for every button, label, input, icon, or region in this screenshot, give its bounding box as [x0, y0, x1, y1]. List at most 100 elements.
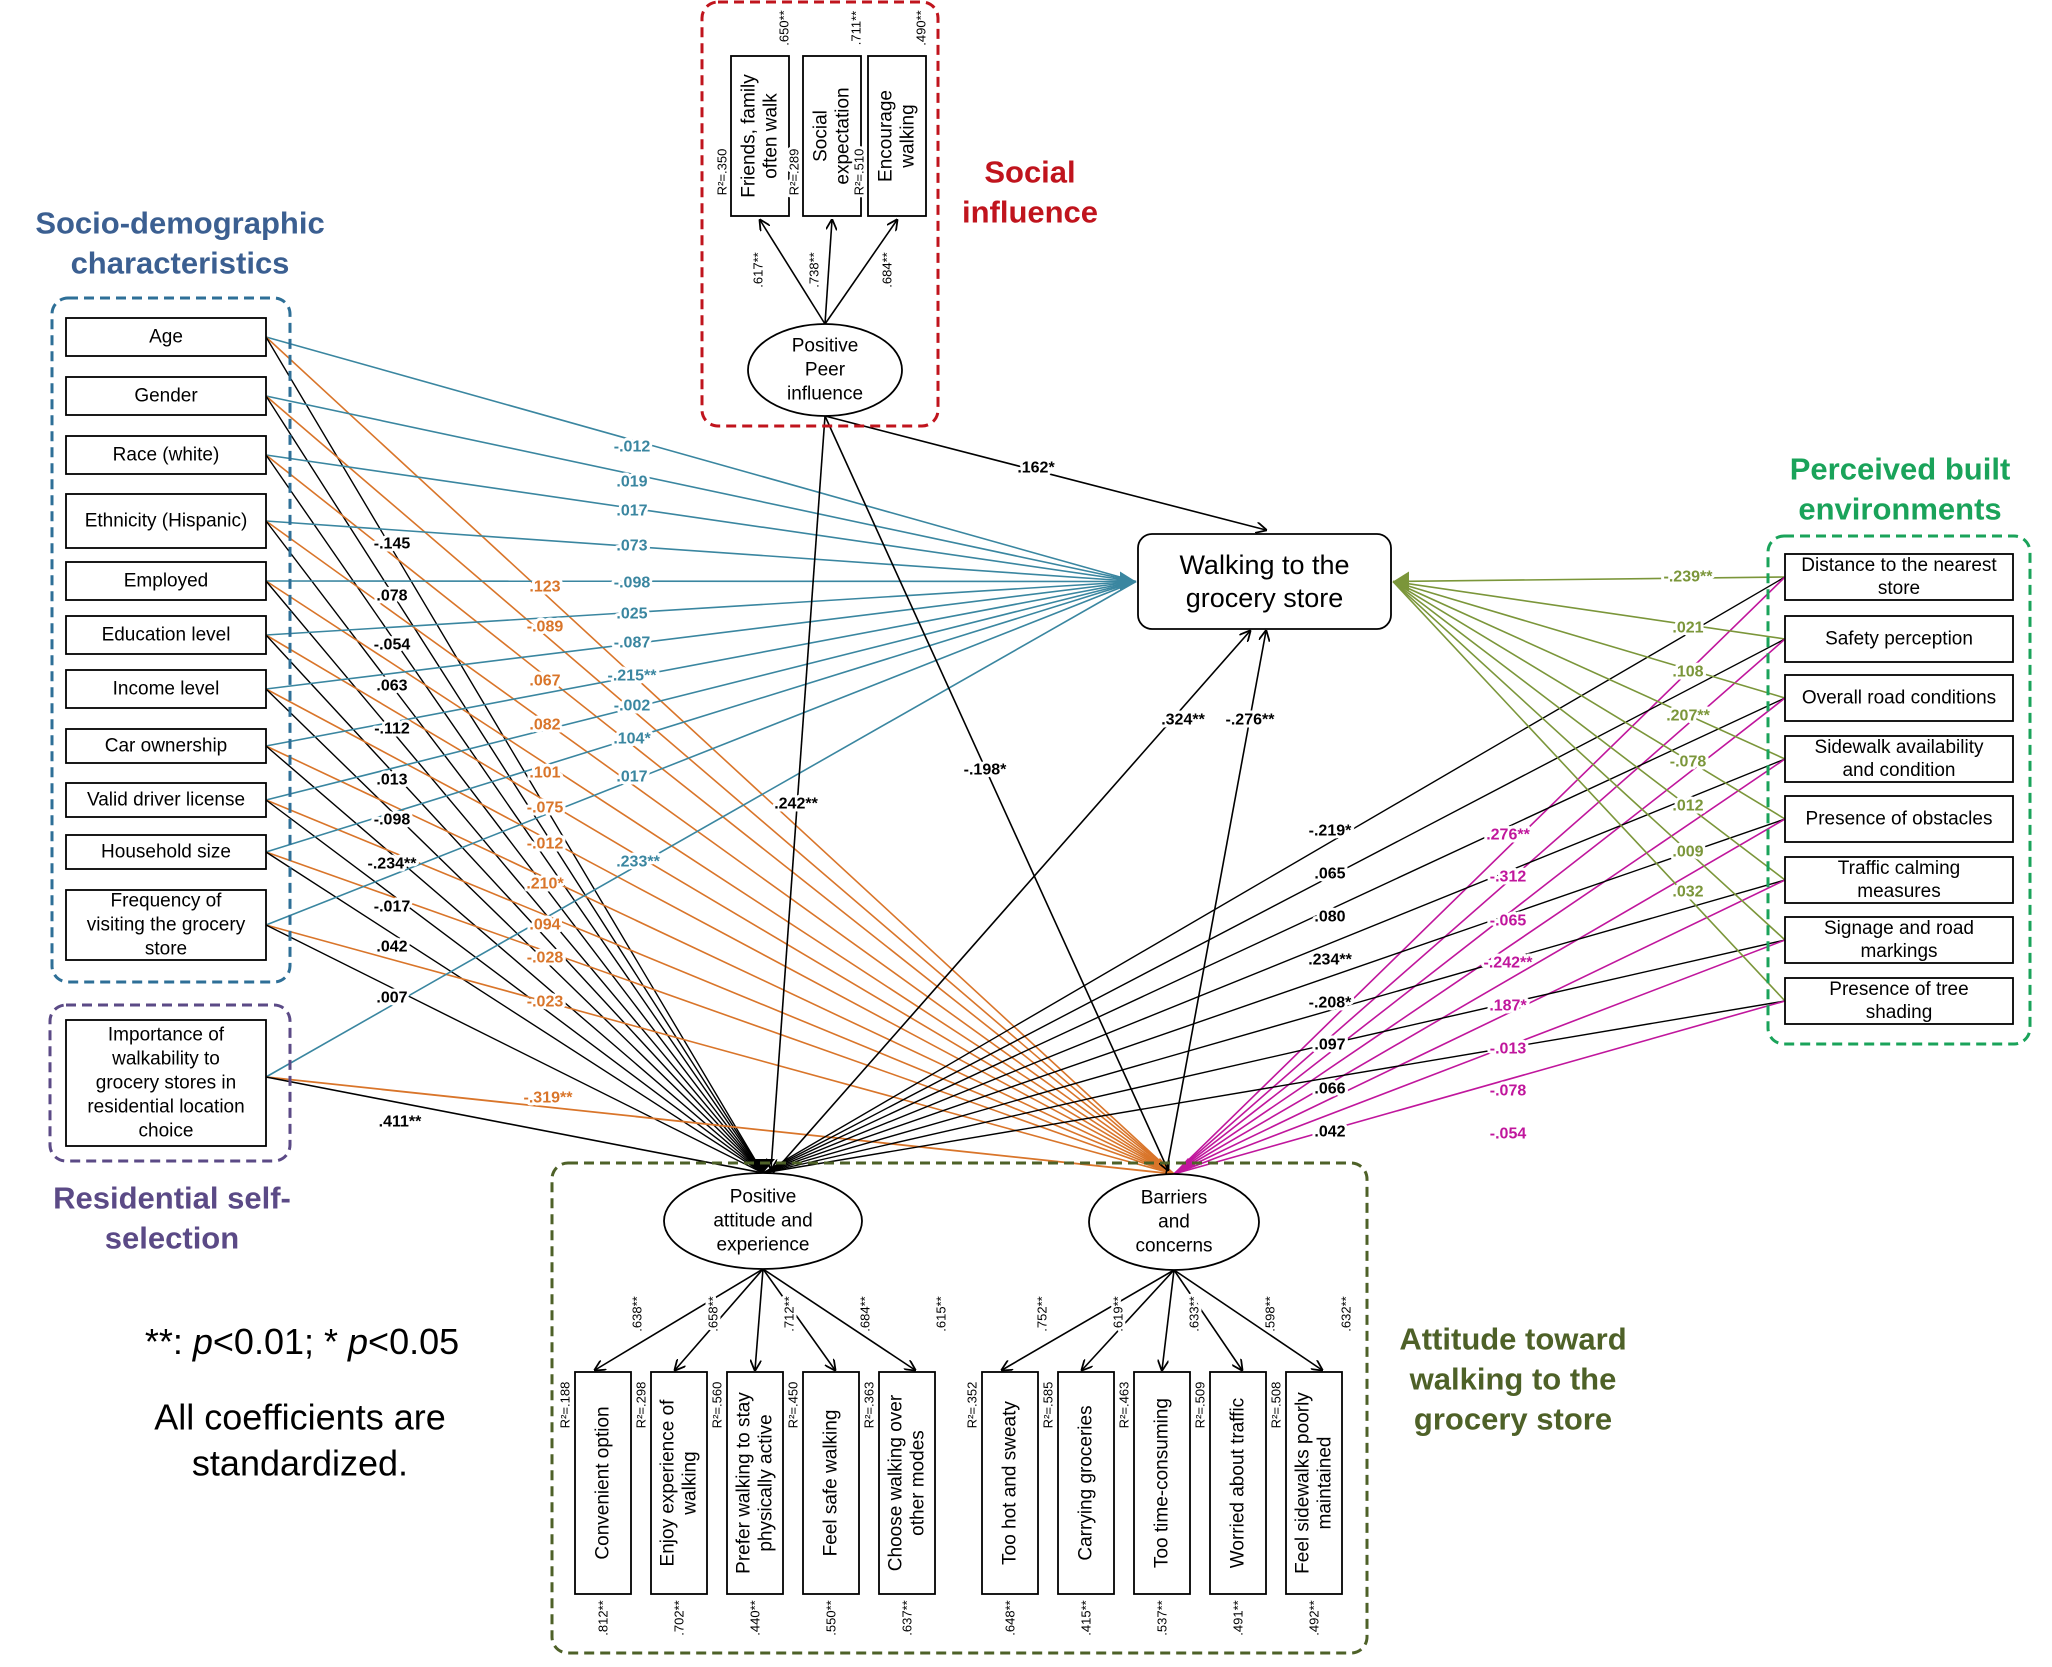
- coef-selfselection-to-barriers: -.319**: [524, 1090, 574, 1107]
- coef-pbe-to-barriers: .276**: [1486, 827, 1530, 844]
- coefficient-labels: -.145.123-.012.078-.089.019-.054.067.017…: [365, 7, 1717, 1638]
- attitude-indicator-label-line: walking: [680, 1451, 701, 1515]
- pbe-variable-label: Safety perception: [1825, 629, 1973, 650]
- title-attitude-line: walking to the: [1409, 1362, 1617, 1397]
- social-indicator-label-line: Social: [811, 110, 832, 162]
- coef-socio-to-barriers: -.089: [527, 619, 564, 636]
- path-latent-to-indicator: [1173, 1269, 1322, 1370]
- positive-attitude-latent: [663, 1172, 863, 1270]
- coef-socio-to-walking: .073: [616, 538, 647, 555]
- coef-socio-to-attitude: .013: [376, 772, 407, 789]
- path-pbe-to-attitude: [762, 758, 1786, 1174]
- coef-socio-to-walking: .104*: [613, 731, 651, 748]
- path-socio-to-barriers: [265, 688, 1175, 1175]
- loading-label: .598**: [1263, 1296, 1278, 1331]
- path-socio-to-walking: [265, 454, 1137, 583]
- coef-socio-to-attitude: .007: [376, 990, 407, 1007]
- error-variance-label: .491**: [1231, 1600, 1246, 1635]
- coef-socio-to-barriers: .210*: [526, 876, 564, 893]
- loading-label: .752**: [1035, 1296, 1050, 1331]
- attitude-indicator-box: [574, 1371, 632, 1595]
- socio-variable-box: [65, 728, 267, 764]
- attitude-indicator-label-line: Carrying groceries: [1076, 1405, 1097, 1560]
- selfselection-variable-label-line: residential location: [87, 1097, 244, 1118]
- attitude-indicator-box: [1057, 1371, 1115, 1595]
- path-peer-to-indicator: [824, 220, 832, 325]
- pbe-variable-label-line: Safety perception: [1825, 629, 1973, 650]
- pbe-variable-box: [1784, 856, 2014, 904]
- pbe-variable-box: [1784, 674, 2014, 722]
- attitude-indicator-label-line: Prefer walking to stay: [734, 1392, 755, 1574]
- coef-socio-to-barriers: -.012: [527, 836, 564, 853]
- r2-label: R²=.463: [1117, 1382, 1132, 1429]
- error-variance-label: .492**: [1307, 1600, 1322, 1635]
- pbe-variable-box: [1784, 735, 2014, 783]
- attitude-indicator-box: [726, 1371, 784, 1595]
- coef-selfselection-to-attitude: .411**: [379, 1114, 422, 1131]
- coef-pbe-to-attitude: -.219*: [1309, 823, 1352, 840]
- loading-label: .632**: [1339, 1296, 1354, 1331]
- coef-selfselection-to-walking: .233**: [616, 854, 660, 871]
- attitude-indicator-label: Feel safe walking: [821, 1410, 842, 1557]
- socio-variable-label-line: Car ownership: [105, 736, 228, 757]
- coef-pbe-to-barriers: -.054: [1490, 1126, 1527, 1143]
- outcome-walking-label-line: Walking to the: [1179, 550, 1349, 580]
- error-variance-label: .537**: [1155, 1600, 1170, 1635]
- socio-variable-label-line: Household size: [101, 842, 231, 863]
- socio-variable-label: Race (white): [113, 445, 220, 466]
- socio-variable-label-line: store: [145, 939, 187, 960]
- pbe-variable-label-line: Sidewalk availability: [1815, 737, 1984, 758]
- attitude-indicator-label-line: Choose walking over: [886, 1394, 907, 1571]
- socio-variable-box: [65, 615, 267, 655]
- arrowhead-icon: [1174, 1158, 1196, 1174]
- path-socio-to-walking: [265, 580, 1137, 853]
- coef-socio-to-attitude: -.054: [374, 637, 411, 654]
- attitude-indicator-box: [1209, 1371, 1267, 1595]
- pbe-frame: [1766, 534, 2032, 1046]
- loading-label: .638**: [630, 1296, 645, 1331]
- social-indicator-label-line: often walk: [761, 93, 782, 179]
- attitude-indicator-label: Worried about traffic: [1228, 1398, 1249, 1568]
- attitude-indicator-label-line: Feel safe walking: [821, 1410, 842, 1557]
- path-socio-to-attitude: [265, 688, 764, 1174]
- path-socio-to-attitude: [265, 851, 764, 1174]
- pbe-variable-box: [1784, 916, 2014, 964]
- selfselection-variable-label-line: grocery stores in: [96, 1073, 236, 1094]
- coef-pbe-to-barriers: -.013: [1490, 1041, 1527, 1058]
- pbe-variable-label-line: and condition: [1842, 760, 1955, 781]
- error-variance-label: .415**: [1079, 1600, 1094, 1635]
- coef-pbe-to-walking: .207**: [1666, 708, 1710, 725]
- path-pbe-to-attitude: [762, 939, 1786, 1174]
- path-socio-to-walking: [265, 395, 1137, 583]
- latent-label-line: Barriers: [1141, 1188, 1208, 1209]
- coef-socio-to-barriers: .067: [529, 673, 560, 690]
- socio-variable-label-line: Race (white): [113, 445, 220, 466]
- path-socio-to-barriers: [265, 634, 1175, 1175]
- socio-variable-box: [65, 561, 267, 601]
- r2-label: R²=.289: [787, 149, 802, 196]
- attitude-indicator-label-line: Worried about traffic: [1228, 1398, 1249, 1568]
- outcome-walking-box: [1137, 533, 1392, 630]
- selfselection-variable-label-line: Importance of: [108, 1025, 225, 1046]
- path-socio-to-walking: [265, 580, 1137, 801]
- error-variance-label: .637**: [900, 1600, 915, 1635]
- self-selection-frame: [48, 1003, 292, 1163]
- path-pbe-to-walking: [1392, 580, 1786, 881]
- pbe-variable-box: [1784, 615, 2014, 663]
- title-perceived-built-environments-line: Perceived built: [1790, 452, 2011, 487]
- coef-socio-to-attitude: -.112: [374, 721, 410, 738]
- path-latent-to-indicator: [1162, 1269, 1175, 1370]
- socio-variable-label-line: Ethnicity (Hispanic): [85, 511, 248, 532]
- path-pbe-to-attitude: [762, 638, 1786, 1174]
- error-variance-label: .550**: [824, 1600, 839, 1635]
- path-socio-to-attitude: [265, 336, 764, 1174]
- title-residential-self-selection-line: selection: [105, 1221, 239, 1256]
- attitude-indicator-box: [878, 1371, 936, 1595]
- path-pbe-to-walking: [1392, 580, 1786, 640]
